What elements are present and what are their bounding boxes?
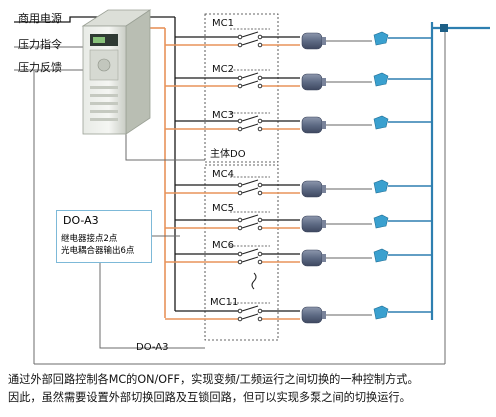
contact-blade-icon	[241, 256, 259, 263]
doa3-bottom-label: DO-A3	[136, 342, 169, 353]
contactor-label-mc2: MC2	[212, 64, 234, 75]
contact-icon	[257, 118, 263, 124]
contact-blade-icon	[241, 222, 259, 229]
inverter-icon	[81, 9, 152, 135]
motor-icon	[301, 215, 323, 233]
contact-blade-icon	[241, 214, 259, 221]
contact-blade-icon	[241, 187, 259, 194]
break-symbol-icon	[251, 272, 257, 290]
contact-icon	[237, 118, 243, 124]
contact-icon	[237, 34, 243, 40]
doa3-option-box: DO-A3 继电器接点2点 光电耦合器输出6点	[56, 210, 152, 263]
pump-icon	[373, 72, 389, 87]
contact-icon	[257, 75, 263, 81]
contact-icon	[237, 217, 243, 223]
doa3-relay-line: 继电器接点2点	[61, 234, 118, 244]
contact-icon	[237, 83, 243, 89]
doa3-bottom-wire	[99, 261, 205, 349]
motor-icon	[301, 32, 323, 50]
contact-icon	[237, 225, 243, 231]
contact-icon	[237, 75, 243, 81]
contactor-label-mc6: MC6	[212, 240, 234, 251]
motor-shaft-icon	[322, 121, 326, 129]
contact-blade-icon	[241, 305, 259, 312]
contact-icon	[257, 251, 263, 257]
contactor-label-mc1: MC1	[212, 18, 234, 29]
doa3-title: DO-A3	[63, 214, 99, 227]
contact-blade-icon	[241, 80, 259, 87]
contact-icon	[237, 308, 243, 314]
contact-icon	[257, 182, 263, 188]
contact-icon	[257, 316, 263, 322]
contact-icon	[237, 251, 243, 257]
contactor-label-mc11: MC11	[210, 297, 239, 308]
motor-shaft-icon	[322, 220, 326, 228]
motor-shaft-icon	[322, 37, 326, 45]
contact-icon	[257, 83, 263, 89]
pressure-sensor-icon	[440, 24, 448, 32]
contact-blade-icon	[241, 313, 259, 320]
contact-icon	[257, 126, 263, 132]
contact-blade-icon	[241, 115, 259, 122]
contact-icon	[257, 217, 263, 223]
main-do-wire	[125, 134, 205, 161]
contact-icon	[237, 126, 243, 132]
contact-icon	[257, 225, 263, 231]
contact-blade-icon	[241, 248, 259, 255]
motor-icon	[301, 249, 323, 267]
contact-icon	[257, 308, 263, 314]
caption-line-1: 通过外部回路控制各MC的ON/OFF，实现变频/工频运行之间切换的一种控制方式。	[8, 373, 419, 386]
contact-icon	[257, 42, 263, 48]
contact-icon	[237, 316, 243, 322]
doa3-group-box	[204, 164, 279, 341]
caption-line-2: 因此，虽然需要设置外部切换回路及互锁回路，但可以实现多泵之间的切换运行。	[8, 391, 411, 404]
contactor-label-mc4: MC4	[212, 169, 234, 180]
contact-icon	[257, 190, 263, 196]
contact-icon	[237, 42, 243, 48]
doa3-optocoupler-line: 光电耦合器输出6点	[61, 246, 135, 256]
main-do-label: 主体DO	[210, 149, 246, 160]
pressure-command-label: 压力指令	[18, 38, 62, 51]
contactor-label-mc5: MC5	[212, 203, 234, 214]
contact-icon	[257, 259, 263, 265]
pump-icon	[373, 305, 389, 320]
motor-icon	[301, 180, 323, 198]
main-do-group-box	[204, 13, 279, 163]
motor-shaft-icon	[322, 185, 326, 193]
motor-icon	[301, 306, 323, 324]
pump-icon	[373, 248, 389, 263]
contact-icon	[237, 190, 243, 196]
motor-icon	[301, 73, 323, 91]
contact-blade-icon	[241, 72, 259, 79]
contact-blade-icon	[241, 31, 259, 38]
pump-icon	[373, 115, 389, 130]
pump-icon	[373, 214, 389, 229]
contact-blade-icon	[241, 123, 259, 130]
pump-icon	[373, 31, 389, 46]
motor-shaft-icon	[322, 254, 326, 262]
contact-icon	[237, 182, 243, 188]
commercial-power-label: 商用电源	[18, 12, 62, 25]
motor-icon	[301, 116, 323, 134]
pump-icon	[373, 179, 389, 194]
pressure-feedback-label: 压力反馈	[18, 61, 62, 74]
motor-shaft-icon	[322, 311, 326, 319]
contact-icon	[257, 34, 263, 40]
contactor-label-mc3: MC3	[212, 110, 234, 121]
contact-blade-icon	[241, 39, 259, 46]
contact-icon	[237, 259, 243, 265]
contact-blade-icon	[241, 179, 259, 186]
motor-shaft-icon	[322, 78, 326, 86]
